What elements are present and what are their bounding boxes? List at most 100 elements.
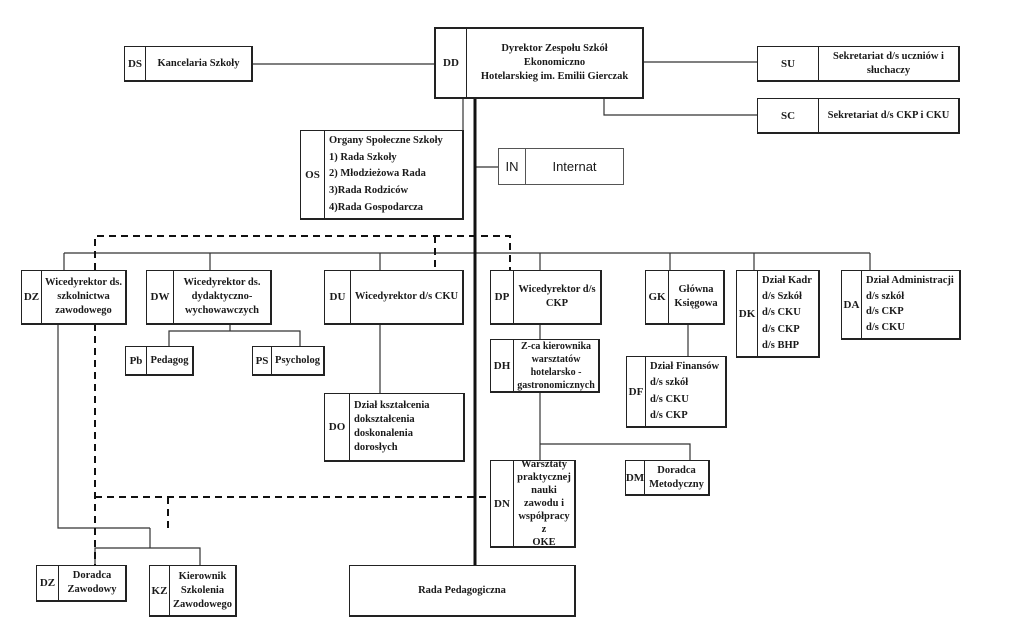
node-line: Główna xyxy=(678,284,714,295)
node-line: dydaktyczno- xyxy=(191,291,253,302)
node-line: Sekretariat d/s uczniów i xyxy=(833,50,944,62)
node-line: Hotelarskieg im. Emilii Gierczak xyxy=(480,71,629,82)
node-line: Organy Społeczne Szkoły xyxy=(329,135,443,147)
node-label: Wicedyrektor d/s CKP xyxy=(514,271,600,323)
node-code: DP xyxy=(491,271,514,323)
node-sekretariat-uczniow: SU Sekretariat d/s uczniów i słuchaczy xyxy=(757,46,960,82)
node-label: Wicedyrektor ds. dydaktyczno- wychowawcz… xyxy=(174,271,270,323)
node-line: wychowawczych xyxy=(184,305,260,316)
node-line: Kierownik xyxy=(178,570,227,582)
node-label: Dział Finansów d/s szkół d/s CKU d/s CKP xyxy=(646,357,725,426)
node-label: Kierownik Szkolenia Zawodowego xyxy=(170,566,235,615)
node-line: Z-ca kierownika xyxy=(520,340,592,352)
node-wicedyrektor-zawodowe: DZ Wicedyrektor ds. szkolnictwa zawodowe… xyxy=(21,270,127,325)
node-line: słuchaczy xyxy=(866,64,911,76)
node-label: Sekretariat d/s uczniów i słuchaczy xyxy=(819,47,958,80)
node-line: współpracy z xyxy=(518,511,570,535)
node-line: 1) Rada Szkoły xyxy=(329,151,397,163)
node-line: OKE xyxy=(532,537,556,548)
node-code: IN xyxy=(499,149,526,184)
node-psycholog: PS Psycholog xyxy=(252,346,325,376)
node-line: 2) Młodzieżowa Rada xyxy=(329,168,426,180)
node-code: DZ xyxy=(37,566,59,600)
node-line: d/s CKP xyxy=(866,306,904,318)
node-line: d/s szkół xyxy=(866,290,905,302)
node-label: Rada Pedagogiczna xyxy=(350,566,574,615)
node-line: doskonalenia dorosłych xyxy=(354,428,413,453)
node-code: OS xyxy=(301,131,325,218)
node-dzial-administracji: DA Dział Administracji d/s szkół d/s CKP… xyxy=(841,270,961,340)
node-code: DZ xyxy=(22,271,42,323)
node-line: Warsztaty xyxy=(520,459,568,470)
node-line: d/s CKP xyxy=(762,323,800,335)
node-wicedyrektor-dydaktyczne: DW Wicedyrektor ds. dydaktyczno- wychowa… xyxy=(146,270,272,325)
node-label: Dział Administracji d/s szkół d/s CKP d/… xyxy=(862,271,959,338)
node-line: Dział kształcenia xyxy=(354,400,430,411)
node-line: warsztatów xyxy=(531,353,581,365)
node-label: Wicedyrektor d/s CKU xyxy=(351,271,462,323)
node-dzial-finansow: DF Dział Finansów d/s szkół d/s CKU d/s … xyxy=(626,356,727,428)
node-dzial-kadr: DK Dział Kadr d/s Szkół d/s CKU d/s CKP … xyxy=(736,270,820,358)
node-line: Wicedyrektor d/s xyxy=(518,284,596,295)
node-label: Dział Kadr d/s Szkół d/s CKU d/s CKP d/s… xyxy=(758,271,818,356)
node-code: DH xyxy=(491,340,514,391)
node-warsztaty: DN Warsztaty praktycznej nauki zawodu i … xyxy=(490,459,576,548)
node-label: Główna Księgowa xyxy=(669,271,723,323)
node-pedagog: Pb Pedagog xyxy=(125,346,194,376)
node-line: Kancelaria Szkoły xyxy=(157,57,240,69)
node-line: hotelarsko - xyxy=(530,366,582,378)
node-line: 4)Rada Gospodarcza xyxy=(329,201,424,213)
node-code: DS xyxy=(125,47,146,80)
node-line: Psycholog xyxy=(275,354,320,366)
node-line: d/s CKU xyxy=(762,307,801,319)
node-director: DD Dyrektor Zespołu Szkół Ekonomiczno Ho… xyxy=(434,27,644,99)
node-code: DW xyxy=(147,271,174,323)
node-doradca-metodyczny: DM Doradca Metodyczny xyxy=(625,460,710,496)
node-internat: IN Internat xyxy=(498,148,624,185)
node-line: d/s CKU xyxy=(650,393,689,405)
node-line: Wicedyrektor ds. xyxy=(183,277,261,288)
node-label: Doradca Zawodowy xyxy=(59,566,125,600)
node-glowna-ksiegowa: GK Główna Księgowa xyxy=(645,270,725,325)
node-line: 3)Rada Rodziców xyxy=(329,185,409,197)
node-label: Pedagog xyxy=(147,347,192,374)
node-label: Doradca Metodyczny xyxy=(645,461,708,494)
node-line: Zawodowy xyxy=(67,584,117,595)
node-line: Zawodowego xyxy=(173,598,232,610)
node-line: Pedagog xyxy=(150,354,189,366)
node-label: Wicedyrektor ds. szkolnictwa zawodowego xyxy=(42,271,125,323)
node-line: praktycznej xyxy=(517,472,571,483)
node-label: Dział kształcenia dokształcenia doskonal… xyxy=(350,394,463,460)
node-line: Metodyczny xyxy=(649,478,704,490)
node-code: GK xyxy=(646,271,669,323)
node-line: d/s CKP xyxy=(650,409,688,421)
node-code: DN xyxy=(491,461,514,546)
node-line: Dział Administracji xyxy=(866,274,954,286)
node-line: Dział Finansów xyxy=(650,361,720,373)
node-line: Dział Kadr xyxy=(762,275,812,287)
node-line: d/s CKU xyxy=(866,322,905,334)
node-line: Doradca xyxy=(657,464,696,476)
line-dd-sc xyxy=(603,98,757,116)
node-line: Dyrektor Zespołu Szkół Ekonomiczno xyxy=(501,43,608,68)
node-line: d/s Szkół xyxy=(762,291,802,303)
node-label: Warsztaty praktycznej nauki zawodu i wsp… xyxy=(514,459,574,548)
node-wicedyrektor-ckp: DP Wicedyrektor d/s CKP xyxy=(490,270,602,325)
node-sekretariat-ckp-cku: SC Sekretariat d/s CKP i CKU xyxy=(757,98,960,134)
node-line: Wicedyrektor ds. xyxy=(45,277,123,288)
node-code: DF xyxy=(627,357,646,426)
node-line: Doradca xyxy=(72,570,112,581)
node-line: Księgowa xyxy=(674,298,718,309)
node-line: d/s BHP xyxy=(762,339,800,351)
node-line: dokształcenia xyxy=(354,414,415,425)
node-code: DO xyxy=(325,394,350,460)
node-line: zawodowego xyxy=(55,305,112,316)
node-code: DM xyxy=(626,461,645,494)
node-label: Internat xyxy=(526,149,623,184)
node-code: DK xyxy=(737,271,758,356)
node-kierownik-szkolenia: KZ Kierownik Szkolenia Zawodowego xyxy=(149,565,237,617)
node-line: zawodu i xyxy=(524,498,564,509)
node-code: Pb xyxy=(126,347,147,374)
node-zca-kierownika: DH Z-ca kierownika warsztatów hotelarsko… xyxy=(490,339,600,393)
node-label: Z-ca kierownika warsztatów hotelarsko - … xyxy=(514,340,598,391)
